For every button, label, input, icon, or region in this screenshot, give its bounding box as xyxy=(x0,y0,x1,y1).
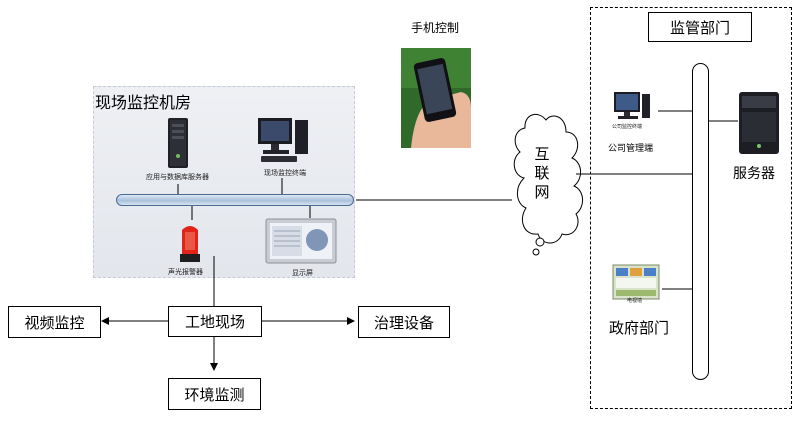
phone-icon xyxy=(401,48,471,148)
construction-site-box: 工地现场 xyxy=(168,306,262,337)
display-screen-icon xyxy=(265,218,337,264)
network-bus xyxy=(116,194,354,206)
regulator-title: 监管部门 xyxy=(648,12,752,42)
alarm-light-icon xyxy=(180,226,200,262)
app-db-server-icon xyxy=(168,118,188,168)
internet-char-3: 网 xyxy=(534,183,550,201)
internet-label: 互 联 网 xyxy=(531,145,553,202)
server-label: 服务器 xyxy=(733,166,775,182)
regulator-bus xyxy=(692,63,709,380)
company-terminal-label: 公司管理端 xyxy=(608,144,654,154)
machine-room-title: 现场监控机房 xyxy=(95,93,192,112)
monitor-terminal-label: 现场监控终端 xyxy=(264,169,306,177)
app-db-server-label: 应用与数据库服务器 xyxy=(146,173,209,181)
internet-char-2: 联 xyxy=(534,164,550,182)
server-icon xyxy=(739,92,779,154)
company-terminal-small-label: 公司监控终端 xyxy=(612,124,643,130)
monitor-terminal-icon xyxy=(258,118,308,162)
phone-control-label: 手机控制 xyxy=(411,21,460,35)
government-screen-icon xyxy=(612,264,660,300)
environment-monitoring-box: 环境监测 xyxy=(168,378,261,410)
government-small-label: 电视墙 xyxy=(627,298,643,304)
video-monitoring-box: 视频监控 xyxy=(8,306,101,338)
government-label: 政府部门 xyxy=(609,319,670,337)
display-label: 显示屏 xyxy=(292,269,313,277)
treatment-equipment-box: 治理设备 xyxy=(358,306,450,338)
company-terminal-icon xyxy=(614,92,650,119)
regulator-region xyxy=(590,7,792,409)
alarm-label: 声光报警器 xyxy=(168,268,203,276)
internet-cloud-icon xyxy=(513,113,583,256)
internet-char-1: 互 xyxy=(534,145,550,163)
